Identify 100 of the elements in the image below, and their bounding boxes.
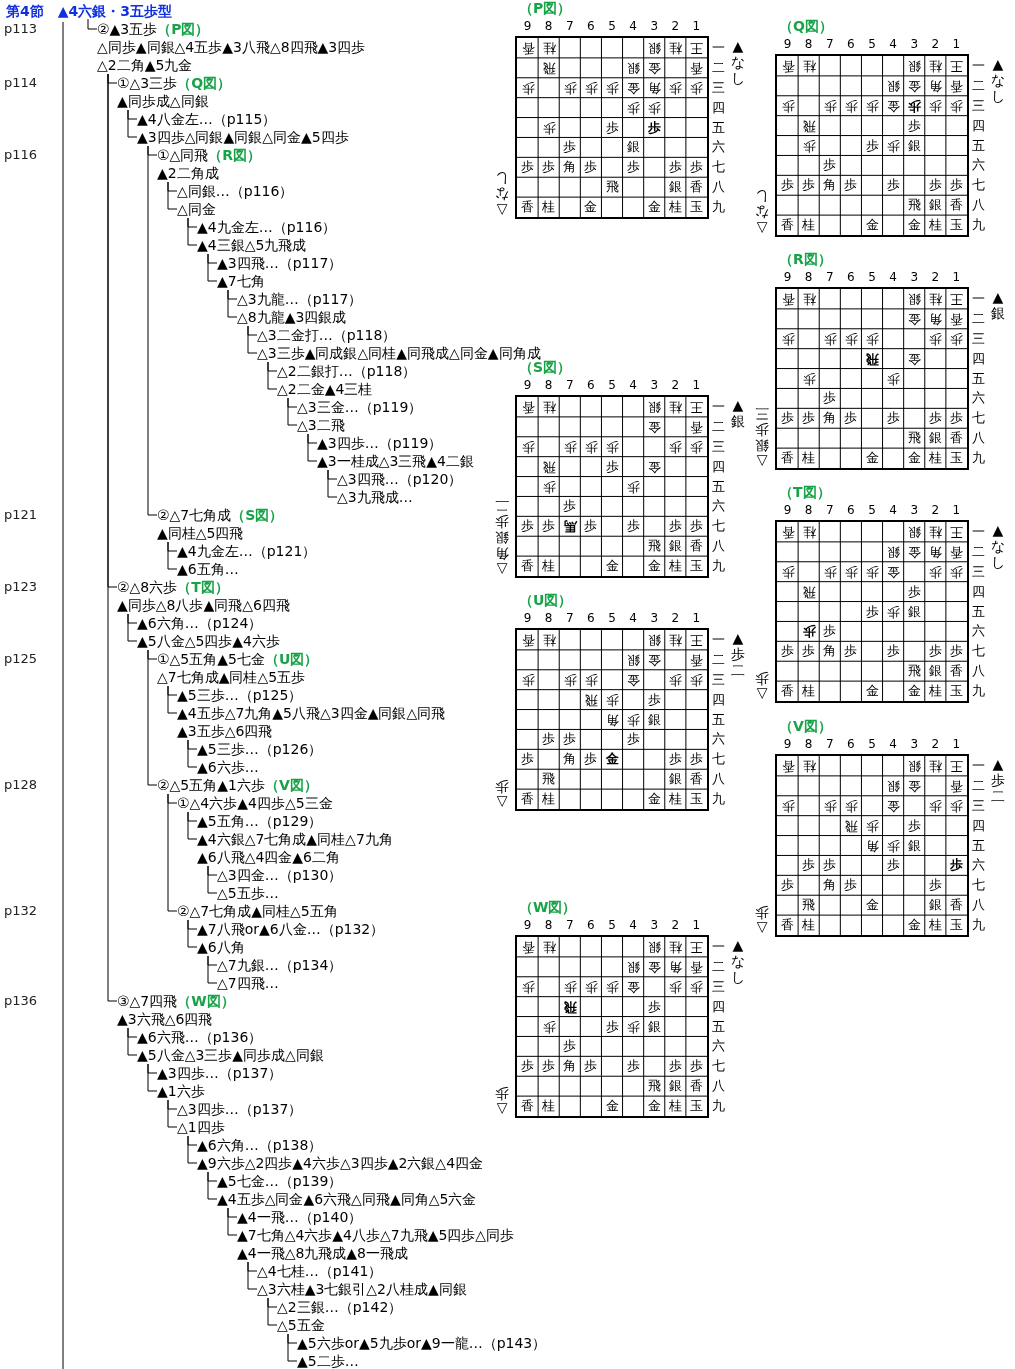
column-number: 1 [692,611,701,625]
shogi-piece: 歩 [521,752,535,767]
shogi-piece: 金 [605,559,619,574]
move-sequence: △3三金…（p119） [297,399,423,415]
figure-reference: （Q図） [177,75,232,91]
shogi-piece: 歩 [626,519,640,534]
move-sequence: ▲5五角…（p129） [197,813,323,829]
page-reference: p125 [4,650,38,668]
column-number: 1 [692,918,701,932]
shogi-piece: 金 [647,559,661,574]
shogi-piece: 飛 [844,818,858,833]
shogi-piece: 歩 [865,331,879,346]
figure-title: （R図） [779,251,832,267]
column-number: 7 [825,737,834,751]
shogi-piece: 歩 [668,1059,682,1074]
shogi-piece: 銀 [907,291,921,306]
shogi-piece: 桂 [928,451,942,466]
shogi-piece: 桂 [802,58,816,73]
shogi-piece: 桂 [928,758,942,773]
shogi-piece: 歩 [865,564,879,579]
shogi-piece: 歩 [521,1059,535,1074]
shogi-piece: 歩 [781,331,795,346]
row-number: 六 [972,624,985,639]
move-sequence: ▲4六銀△7七角成▲同桂△7九角 [197,831,393,847]
shogi-piece: 金 [647,959,661,974]
shogi-piece: 桂 [668,559,682,574]
move-sequence: ▲4一飛△8九飛成▲8一飛成 [237,1245,409,1261]
move-sequence: ②△8六歩 [117,579,178,595]
shogi-piece: 香 [689,959,703,974]
tree-connector [167,1099,178,1128]
column-number: 4 [889,37,897,51]
move-sequence: ▲3四歩…（p119） [317,435,443,451]
shogi-piece: 金 [907,311,921,326]
shogi-piece: 歩 [781,878,795,893]
shogi-piece: 香 [521,632,535,647]
column-number: 4 [889,270,897,284]
move-sequence: ③△7四飛 [117,993,178,1009]
shogi-piece: 銀 [928,431,942,446]
shogi-piece: 飛 [802,118,816,133]
shogi-piece: 歩 [886,411,900,426]
shogi-piece: 桂 [542,1099,556,1114]
shogi-piece: 歩 [626,712,640,727]
shogi-piece: 歩 [542,1019,556,1034]
shogi-piece: 角 [647,80,661,95]
shogi-piece: 歩 [563,80,577,95]
shogi-piece: 香 [781,218,795,233]
move-sequence: ▲同桂△5四飛 [157,525,244,541]
shogi-piece: 金 [647,652,661,667]
shogi-piece: 歩 [542,120,556,135]
column-number: 3 [910,737,919,751]
shogi-piece: 歩 [521,160,535,175]
shogi-piece: 桂 [668,1099,682,1114]
move-sequence: ▲2二角成 [157,165,219,181]
piece-in-hand: △歩 [494,779,510,811]
piece-in-hand: △銀歩三 [754,406,770,470]
shogi-piece: 銀 [886,544,900,559]
move-sequence: ▲4九金左…（p116） [197,219,337,235]
shogi-piece: 銀 [886,78,900,93]
shogi-piece: 歩 [542,732,556,747]
section-title: 第4節 ▲4六銀・3五歩型 [6,2,172,20]
column-number: 8 [804,737,813,751]
move-sequence: ▲6六歩… [197,759,259,775]
move-sequence: ▲9六歩△2四歩▲4六歩△3四歩▲2六銀△4四金 [197,1155,484,1171]
shogi-piece: 香 [781,451,795,466]
row-number: 五 [712,120,725,135]
column-number: 1 [952,503,961,517]
shogi-piece: 香 [521,1099,535,1114]
row-number: 二 [712,419,725,434]
shogi-piece: 歩 [605,459,619,474]
shogi-piece: 歩 [521,979,535,994]
row-number: 九 [972,684,985,699]
column-number: 7 [565,611,574,625]
page-reference: p121 [4,506,38,524]
column-number: 2 [671,611,680,625]
shogi-piece: 歩 [626,732,640,747]
shogi-piece: 歩 [949,178,963,193]
column-number: 5 [868,37,876,51]
shogi-piece: 歩 [928,411,942,426]
shogi-piece: 歩 [647,692,661,707]
column-number: 1 [692,378,701,392]
piece-in-hand: △歩 [754,905,770,937]
move-sequence: ▲5二歩… [297,1353,359,1369]
shogi-piece: 歩 [802,858,816,873]
tree-connector [147,1063,158,1092]
shogi-piece: 桂 [928,918,942,933]
shogi-piece: 歩 [907,818,921,833]
shogi-piece: 香 [781,58,795,73]
row-number: 四 [712,459,725,474]
column-number: 1 [692,19,701,33]
shogi-piece: 歩 [802,371,816,386]
column-number: 8 [804,503,813,517]
figure-title: （P図） [519,0,572,16]
move-sequence: △7七角成▲同桂△5五歩 [157,669,306,685]
row-number: 二 [712,60,725,75]
row-number: 四 [712,692,725,707]
shogi-piece: 角 [605,712,619,727]
row-number: 一 [712,939,725,954]
move-sequence: ▲5七金…（p139） [217,1173,343,1189]
shogi-piece: 桂 [802,758,816,773]
shogi-piece: 歩 [584,80,598,95]
